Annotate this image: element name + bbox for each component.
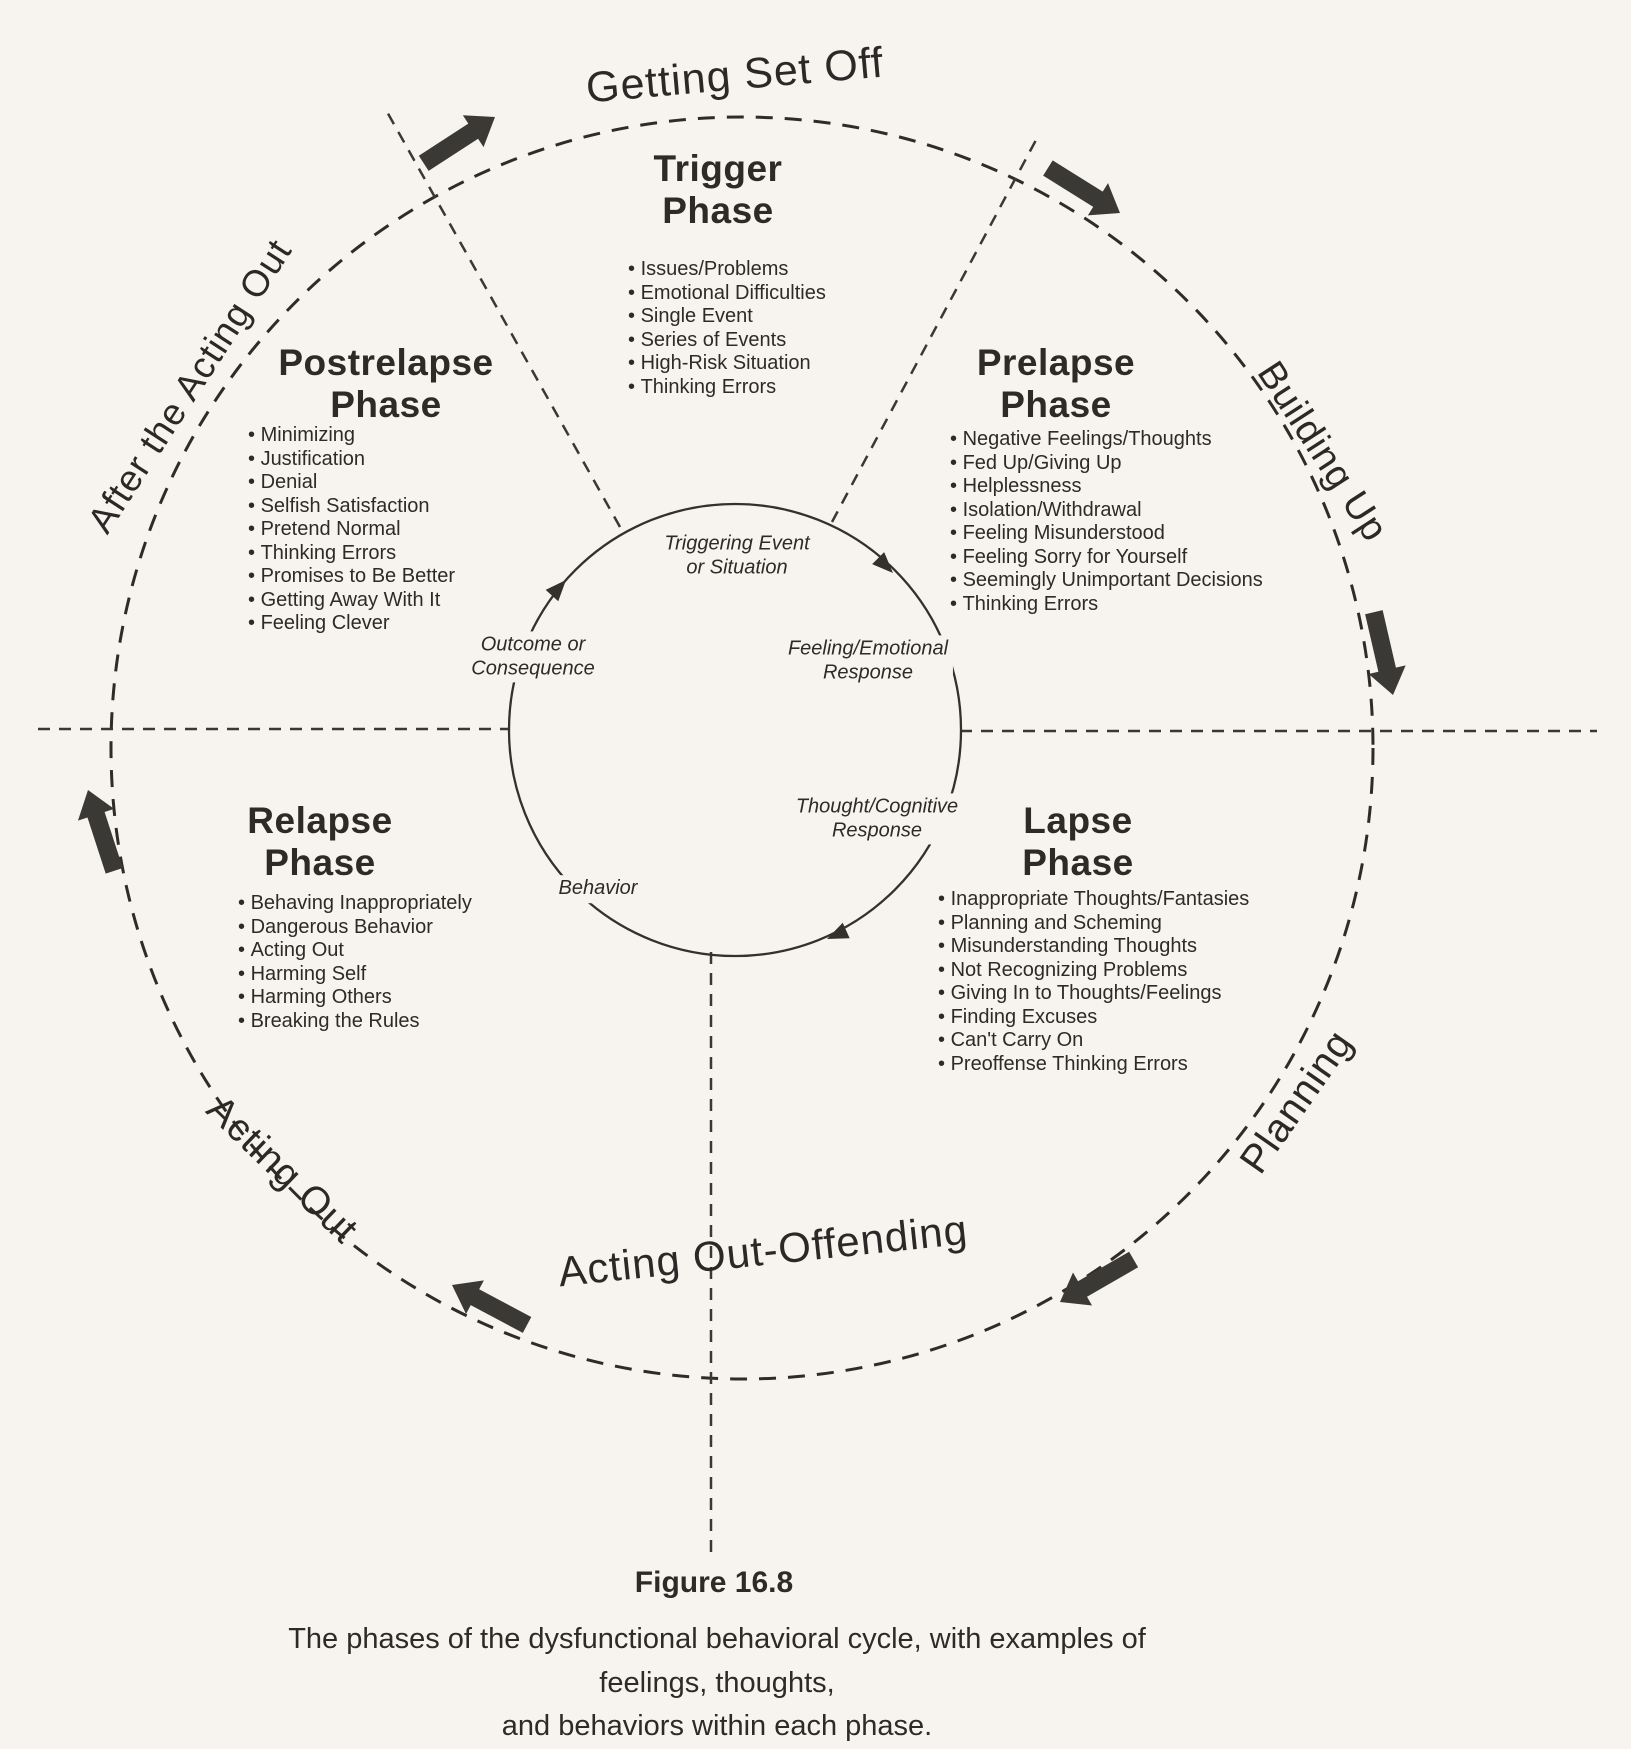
inner-flow-arrowhead-bottom — [827, 922, 850, 939]
list-item: Can't Carry On — [938, 1029, 1249, 1053]
sector-divider-left — [384, 109, 622, 528]
list-item: Harming Others — [238, 986, 472, 1010]
list-item: Thinking Errors — [628, 376, 826, 400]
list-item: Feeling Misunderstood — [950, 522, 1263, 546]
list-item: Emotional Difficulties — [628, 282, 826, 306]
lapse-phase-list: Inappropriate Thoughts/Fantasies Plannin… — [938, 888, 1250, 1077]
list-item: Thinking Errors — [950, 593, 1263, 617]
list-item: Inappropriate Thoughts/Fantasies — [938, 888, 1250, 912]
list-item: Harming Self — [238, 963, 472, 987]
list-item: Minimizing — [248, 424, 455, 448]
inner-label-feeling-emotional-response: Feeling/Emotional Response — [782, 635, 954, 687]
list-item: Denial — [248, 471, 455, 495]
list-item: Negative Feelings/Thoughts — [950, 428, 1263, 452]
list-item: High-Risk Situation — [628, 352, 826, 376]
postrelapse-phase-list: Minimizing Justification Denial Selfish … — [248, 424, 456, 636]
prelapse-phase-title: Prelapse Phase — [976, 342, 1136, 425]
list-item: Acting Out — [238, 939, 472, 963]
relapse-phase-list: Behaving Inappropriately Dangerous Behav… — [238, 892, 472, 1033]
list-item: Breaking the Rules — [238, 1010, 472, 1034]
inner-flow-arrowhead-right — [872, 552, 893, 573]
cycle-arrow-right — [1365, 610, 1406, 695]
trigger-phase-title: Trigger Phase — [653, 148, 783, 231]
inner-label-behavior: Behavior — [553, 875, 643, 903]
inner-label-outcome-consequence: Outcome or Consequence — [466, 631, 600, 683]
figure-caption: The phases of the dysfunctional behavior… — [288, 1623, 1146, 1742]
inner-label-thought-cognitive-response: Thought/Cognitive Response — [790, 793, 964, 845]
cycle-arrow-left — [77, 790, 123, 874]
relapse-phase-title: Relapse Phase — [247, 800, 393, 883]
trigger-phase-list: Issues/Problems Emotional Difficulties S… — [628, 258, 826, 399]
cycle-arrow-bottom-left — [452, 1280, 532, 1333]
list-item: Planning and Scheming — [938, 912, 1249, 936]
list-item: Isolation/Withdrawal — [950, 499, 1263, 523]
cycle-arrow-top-right — [1043, 160, 1120, 216]
list-item: Misunderstanding Thoughts — [938, 935, 1249, 959]
list-item: Behaving Inappropriately — [238, 892, 472, 916]
list-item: Justification — [248, 448, 455, 472]
inner-label-triggering-event: Triggering Event or Situation — [659, 530, 815, 582]
lapse-phase-title: Lapse Phase — [1022, 800, 1134, 883]
figure-number: Figure 16.8 — [634, 1566, 794, 1599]
list-item: Preoffense Thinking Errors — [938, 1053, 1249, 1077]
list-item: Giving In to Thoughts/Feelings — [938, 982, 1249, 1006]
list-item: Getting Away With It — [248, 589, 455, 613]
postrelapse-phase-title: Postrelapse Phase — [278, 342, 494, 425]
outer-cycle-circle — [109, 115, 1375, 1381]
prelapse-phase-list: Negative Feelings/Thoughts Fed Up/Giving… — [950, 428, 1263, 616]
inner-cycle-circle — [507, 502, 963, 958]
list-item: Not Recognizing Problems — [938, 959, 1249, 983]
list-item: Feeling Sorry for Yourself — [950, 546, 1263, 570]
list-item: Selfish Satisfaction — [248, 495, 455, 519]
cycle-arrow-bottom-right — [1060, 1251, 1139, 1306]
list-item: Feeling Clever — [248, 612, 455, 636]
list-item: Thinking Errors — [248, 542, 455, 566]
list-item: Dangerous Behavior — [238, 916, 472, 940]
list-item: Single Event — [628, 305, 826, 329]
cycle-arrow-top-left — [418, 115, 495, 171]
list-item: Seemingly Unimportant Decisions — [950, 569, 1263, 593]
sector-divider-right — [830, 139, 1038, 523]
list-item: Issues/Problems — [628, 258, 826, 282]
list-item: Pretend Normal — [248, 518, 455, 542]
list-item: Promises to Be Better — [248, 565, 456, 589]
inner-flow-arrowhead-left — [545, 580, 566, 602]
list-item: Finding Excuses — [938, 1006, 1249, 1030]
list-item: Fed Up/Giving Up — [950, 452, 1263, 476]
list-item: Series of Events — [628, 329, 826, 353]
list-item: Helplessness — [950, 475, 1263, 499]
